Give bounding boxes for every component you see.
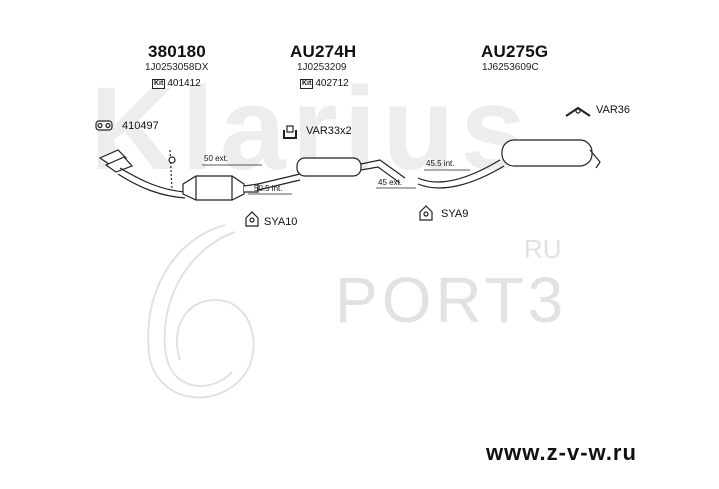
group1-part-number: 380180 [148,42,206,61]
mount-rear-icon [419,205,433,221]
middle-silencer-icon [296,157,406,184]
catalytic-converter-icon [182,175,259,201]
group3-oem: 1J6253609C [482,62,539,73]
gasket-label: 410497 [122,120,159,132]
kit-icon: Kit [300,78,314,89]
mount-front-label: SYA10 [264,216,298,228]
mount-rear-label: SYA9 [441,208,469,220]
group1-kit: Kit 401412 [152,78,201,89]
group1-oem: 1J0253058DX [145,62,209,73]
ru-watermark: RU [524,234,562,264]
manifold-icon [98,149,186,199]
clamp-icon [283,125,297,139]
group2-kit: Kit 402712 [300,78,349,89]
clamp-label: VAR33x2 [306,125,352,137]
group3-part-number: AU275G [481,42,549,61]
kit-icon: Kit [152,78,166,89]
group2-part-number: AU274H [290,42,357,61]
dimension-d2: 50.5 int. [254,184,283,193]
group2-kit-code: 402712 [315,78,349,89]
dimension-d3: 45 ext. [378,178,403,187]
dimension-d1: 50 ext. [204,154,229,163]
port-watermark: PORT3 [335,264,568,336]
group1-kit-code: 401412 [167,78,201,89]
gasket-icon [95,120,113,131]
mount-front-icon [245,211,259,227]
dimension-d4: 45.5 int. [426,159,455,168]
rear-silencer-icon [501,139,601,169]
footer-url: www.z-v-w.ru [486,440,637,465]
group2-oem: 1J0253209 [297,62,347,73]
rear-hanger-icon [565,106,591,117]
hanger-rear-label: VAR36 [596,104,631,116]
